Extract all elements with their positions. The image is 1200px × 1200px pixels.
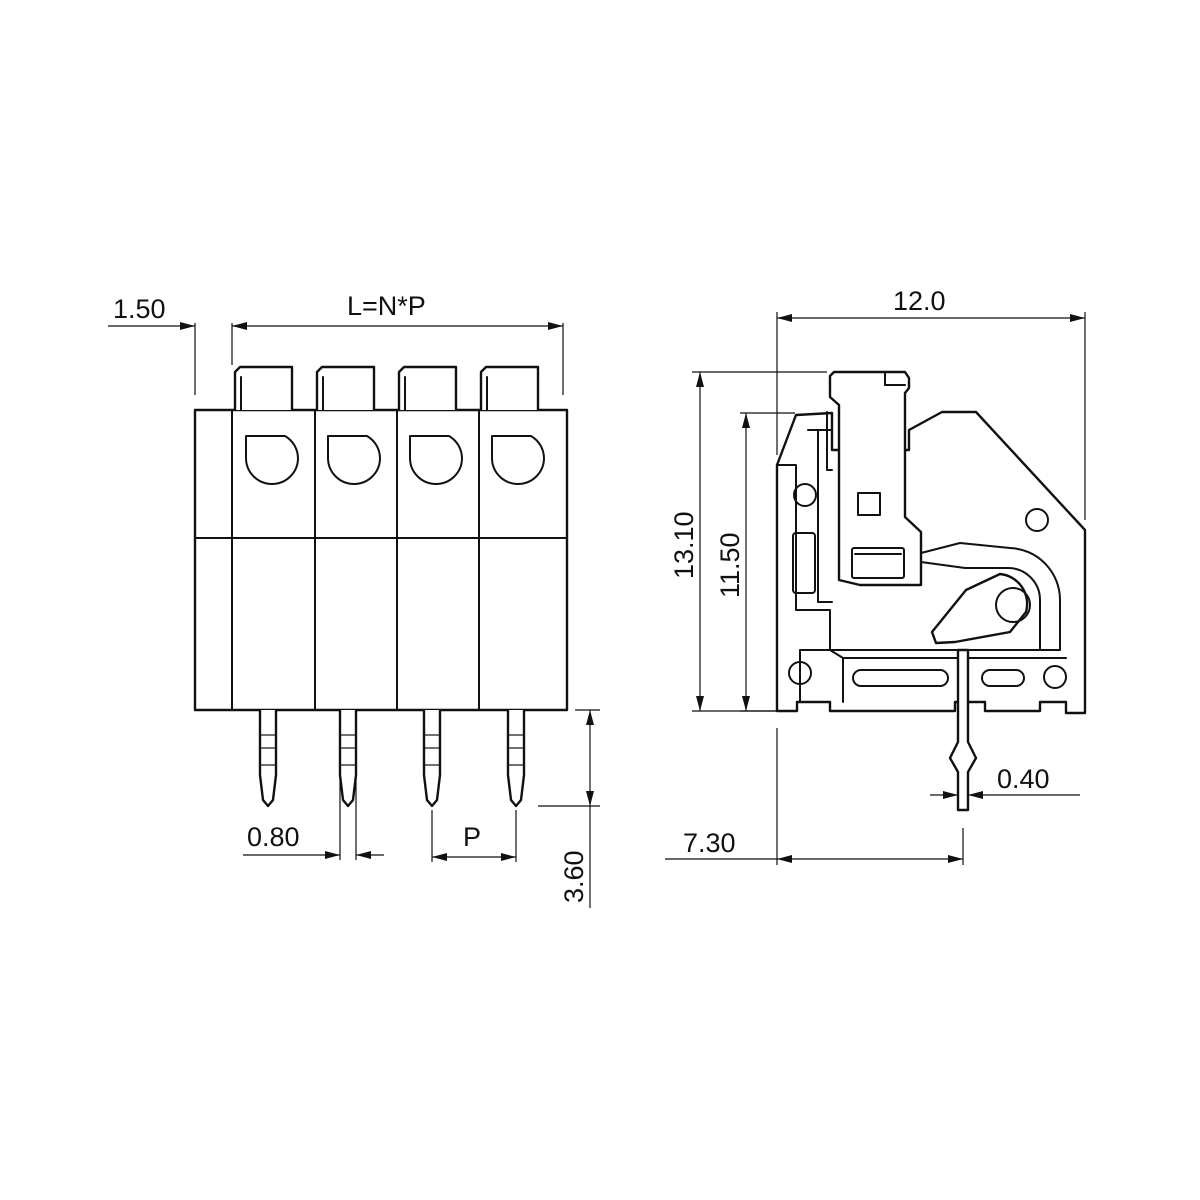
- side-view: 12.0 13.10 11.50 0.40: [665, 286, 1087, 865]
- front-pins: [258, 710, 526, 808]
- front-pole-4: [479, 365, 545, 485]
- dim-pin-thickness: 0.40: [930, 764, 1080, 799]
- side-left-slot: [792, 532, 816, 594]
- pin-4: [506, 710, 526, 808]
- wire-hole-2: [327, 435, 381, 485]
- side-top-rib: [826, 411, 833, 471]
- dim-length-label: L=N*P: [347, 291, 426, 321]
- front-housing: [193, 408, 569, 712]
- dim-pin-position-label: 7.30: [683, 828, 736, 858]
- side-button-hatch-square: [857, 492, 881, 516]
- front-view: 1.50 L=N*P 0.80 P: [108, 291, 600, 908]
- dim-pin-position: 7.30: [665, 728, 964, 865]
- wire-hole-4: [491, 435, 545, 485]
- side-pin: [948, 648, 978, 812]
- side-button-window: [851, 547, 905, 579]
- dim-pitch-label: P: [463, 822, 481, 852]
- push-button-3: [397, 365, 458, 410]
- dim-offset-label: 1.50: [113, 294, 166, 324]
- dim-body-height: 11.50: [715, 412, 795, 712]
- wire-hole-3: [409, 435, 463, 485]
- front-pole-dividers: [314, 409, 480, 711]
- pin-1: [258, 710, 278, 808]
- push-button-1: [233, 365, 294, 410]
- dim-width-label: 12.0: [893, 286, 946, 316]
- side-mount-hole-2: [1025, 508, 1049, 532]
- side-bottom-step: [829, 649, 844, 703]
- side-mount-hole-3: [788, 661, 812, 685]
- front-pole-3: [397, 365, 463, 485]
- side-push-button: [828, 370, 923, 587]
- dim-width: 12.0: [776, 286, 1086, 520]
- push-button-2: [315, 365, 376, 410]
- side-mount-hole-4: [1043, 665, 1067, 689]
- dim-length: L=N*P: [232, 291, 564, 395]
- dim-pin-width-label: 0.80: [247, 822, 300, 852]
- dim-total-height-label: 13.10: [669, 511, 699, 579]
- dim-pin-thickness-label: 0.40: [997, 764, 1050, 794]
- side-mount-hole-1: [793, 483, 817, 507]
- dim-pin-length-label: 3.60: [559, 850, 589, 903]
- wire-hole-1: [245, 435, 299, 485]
- pin-3: [422, 710, 442, 808]
- front-pole-2: [315, 365, 381, 485]
- push-button-4: [479, 365, 540, 410]
- dim-pitch: P: [431, 810, 517, 862]
- pin-2: [338, 710, 358, 808]
- front-pole-1: [233, 365, 299, 485]
- side-button-notch: [884, 371, 906, 386]
- side-bottom-slot-2: [981, 669, 1025, 687]
- side-bottom-slot-1: [852, 669, 949, 687]
- side-left-wall: [776, 464, 831, 703]
- side-lever-pivot: [995, 587, 1031, 623]
- dim-offset: 1.50: [108, 294, 233, 395]
- dim-pin-length: 3.60: [538, 709, 600, 908]
- dim-body-height-label: 11.50: [715, 532, 745, 598]
- side-spring-clamp: [920, 542, 1061, 651]
- dim-pin-width: 0.80: [243, 775, 384, 860]
